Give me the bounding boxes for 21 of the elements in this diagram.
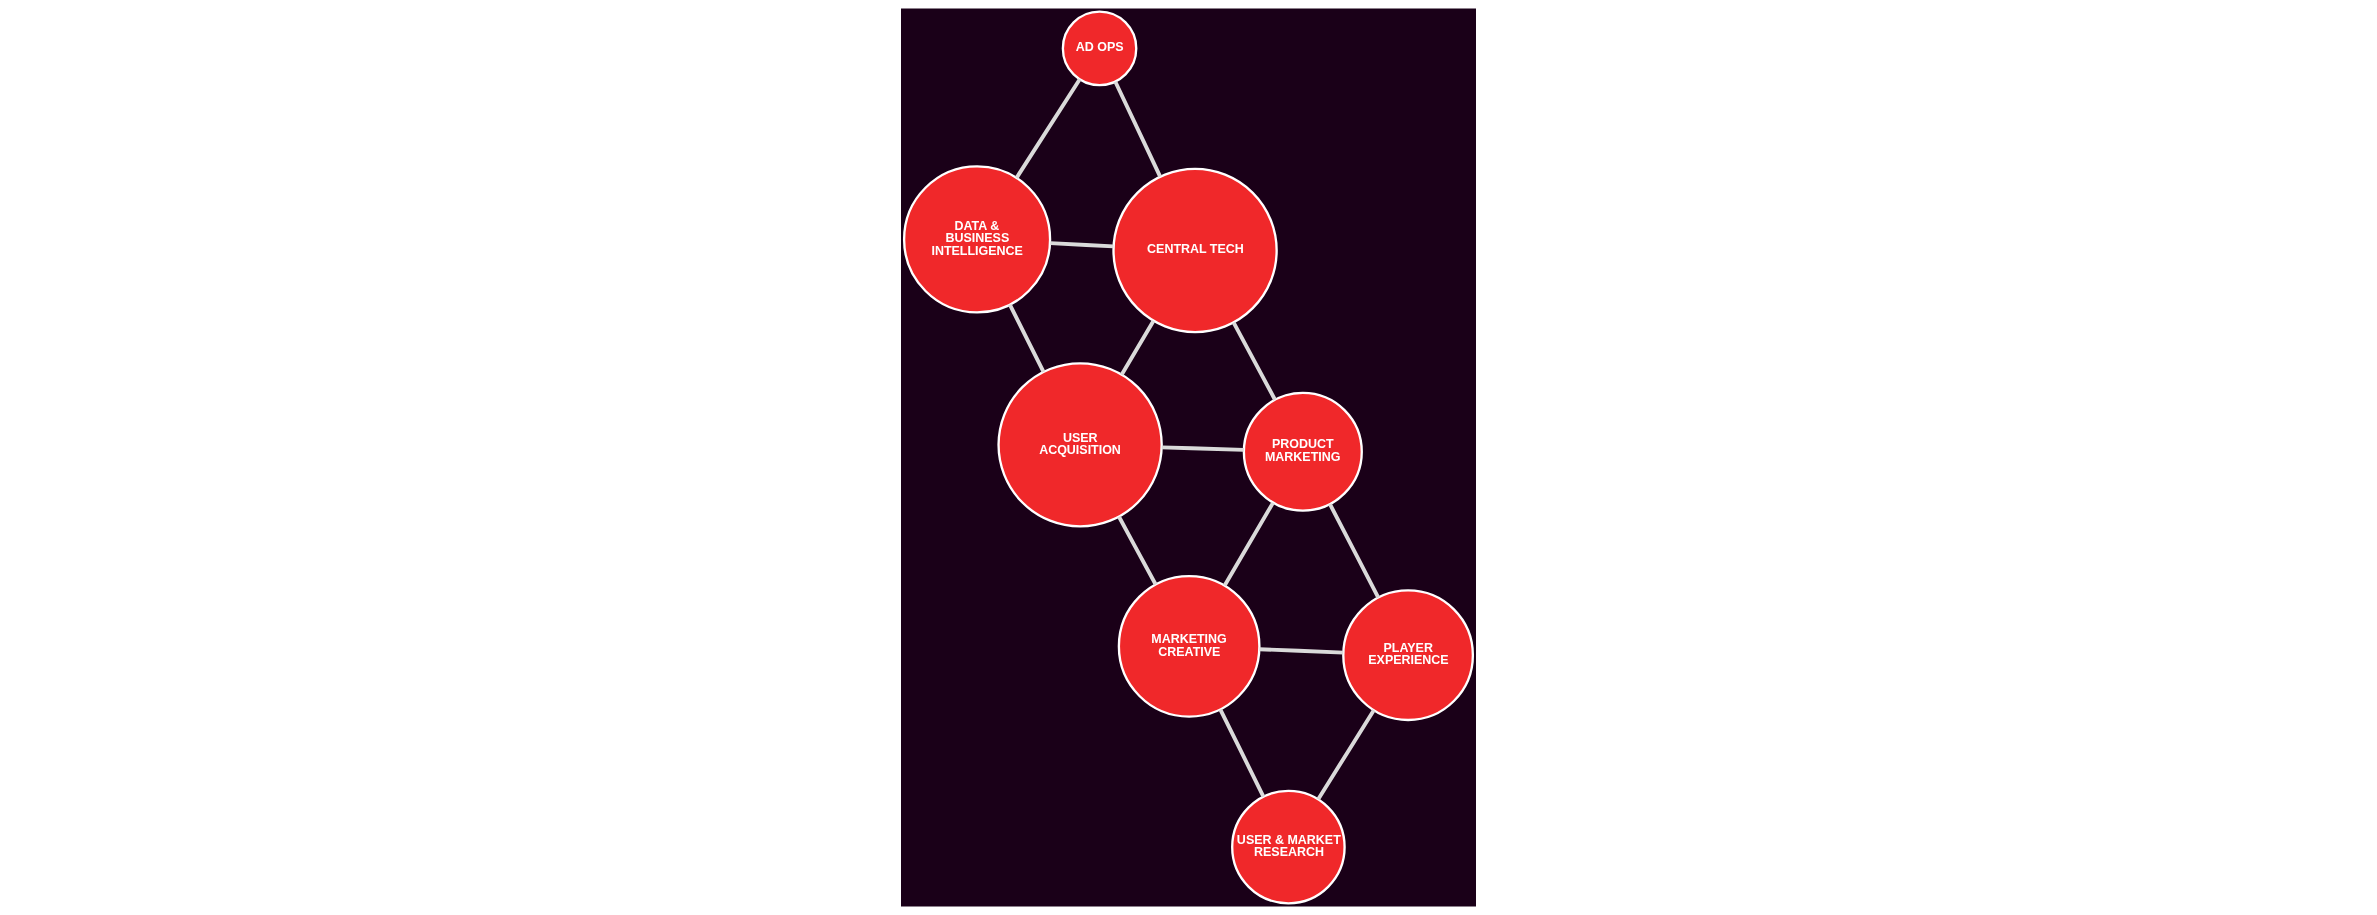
connector [1316,709,1376,801]
connector [1259,647,1344,655]
connector [1328,503,1381,599]
connector [1117,515,1158,586]
connector [1161,445,1244,452]
connector [1223,501,1275,587]
node-circle: PLAYER EXPERIENCE [1342,589,1475,722]
connector [1231,321,1277,401]
node-circle: USER & MARKET RESEARCH [1231,789,1346,905]
connector [1014,78,1082,179]
connector [1008,303,1046,373]
node-circle: CENTRAL TECH [1112,167,1278,334]
connector [1119,319,1156,376]
node-circle: USER ACQUISITION [997,362,1163,528]
node-circle: MARKETING CREATIVE [1117,574,1261,718]
connector [1050,241,1114,249]
connector [1218,708,1266,798]
node-circle: PRODUCT MARKETING [1242,391,1363,512]
node-circle: DATA & BUSINESS INTELLIGENCE [902,165,1052,314]
node-circle: AD OPS [1061,10,1138,87]
connector [1113,80,1162,178]
